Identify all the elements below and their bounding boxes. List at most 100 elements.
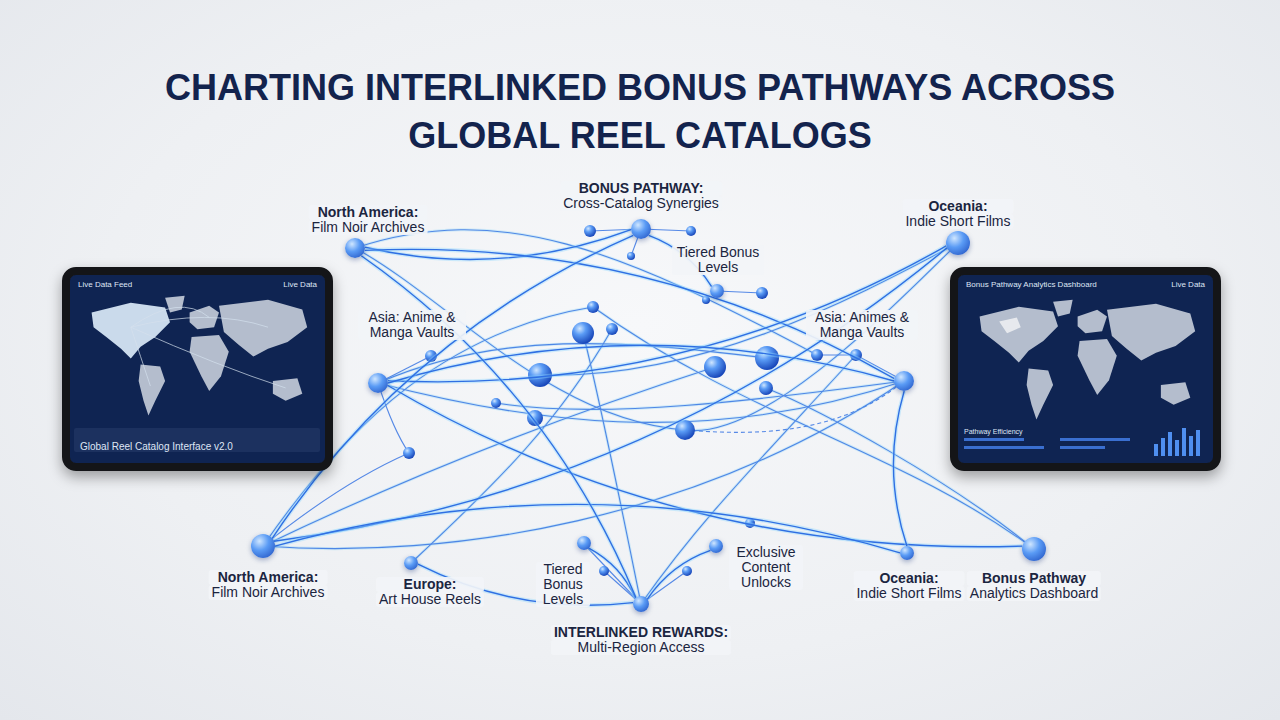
network-graphic <box>74 428 320 452</box>
catalog-node: Oceania:Indie Short Films <box>946 231 970 255</box>
network-graphic <box>1060 438 1130 441</box>
network-graphic <box>131 317 268 327</box>
network-graphic <box>70 275 325 463</box>
node-text: Cross-Catalog Synergies <box>560 196 722 211</box>
connector-line <box>274 248 947 541</box>
bar-chart <box>1154 428 1200 456</box>
pathway-connector <box>361 256 636 598</box>
network-graphic <box>131 327 151 386</box>
connector-glow <box>388 345 894 383</box>
node-label: Oceania:Indie Short Films <box>853 571 964 601</box>
node-label: Europe:Art House Reels <box>376 577 484 607</box>
network-strands <box>263 230 1034 604</box>
node-text: Multi-Region Access <box>551 640 731 655</box>
screen-text: Bonus Pathway Analytics Dashboard <box>966 279 1097 290</box>
network-graphic <box>606 323 618 335</box>
pathway-connector <box>274 248 947 541</box>
connector-glow <box>589 548 636 598</box>
node-label: Asia: Animes & Manga Vaults <box>806 310 918 340</box>
network-dots <box>403 225 862 576</box>
network-graphic <box>583 543 641 604</box>
node-text: Asia: Animes & Manga Vaults <box>806 310 918 340</box>
network-graphic <box>1175 440 1179 456</box>
network-graphic <box>411 329 612 563</box>
network-graphic <box>572 322 594 344</box>
node-text: Indie Short Films <box>853 586 964 601</box>
connector-line <box>275 504 900 553</box>
catalog-node: Exclusive Content Unlocks <box>709 539 723 553</box>
catalog-node: Bonus PathwayAnalytics Dashboard <box>1022 537 1046 561</box>
network-graphic <box>686 226 696 236</box>
catalog-node: Asia: Anime & Manga Vaults <box>368 373 388 393</box>
network-graphic <box>980 307 1058 363</box>
node-text: Indie Short Films <box>902 214 1013 229</box>
node-heading: Oceania: <box>853 571 964 586</box>
catalog-node: Asia: Animes & Manga Vaults <box>894 371 914 391</box>
network-graphic <box>587 301 599 313</box>
connector-glow <box>275 504 900 553</box>
pathway-connector <box>589 548 636 598</box>
network-graphic <box>641 355 856 604</box>
node-heading: North America: <box>309 205 428 220</box>
network-graphic <box>131 307 286 388</box>
network-graphic <box>491 398 501 408</box>
network-graphic <box>1196 430 1200 456</box>
network-graphic <box>131 327 286 388</box>
world-map <box>92 296 308 416</box>
node-text: Tiered Bonus Levels <box>536 562 590 607</box>
connector-line <box>589 548 636 598</box>
node-text: Film Noir Archives <box>209 585 328 600</box>
network-graphic <box>641 355 856 604</box>
network-graphic <box>755 346 779 370</box>
network-graphic <box>593 307 1034 549</box>
screen-text: Live Data Feed <box>78 279 132 290</box>
network-graphic <box>599 566 609 576</box>
network-graphic <box>964 446 1044 449</box>
network-graphic <box>584 225 596 237</box>
node-text: Analytics Dashboard <box>967 586 1101 601</box>
node-text: Asia: Anime & Manga Vaults <box>358 310 466 340</box>
connector-glow <box>361 256 636 598</box>
network-graphic <box>273 378 302 401</box>
network-graphic <box>759 381 773 395</box>
network-graphic <box>139 364 165 415</box>
node-heading: Europe: <box>376 577 484 592</box>
network-graphic <box>756 287 768 299</box>
screen-text: Pathway Efficiency <box>964 427 1023 437</box>
catalog-node: Tiered Bonus Levels <box>577 536 591 550</box>
network-graphic <box>1189 436 1193 456</box>
network-graphic <box>1182 428 1186 456</box>
catalog-node: BONUS PATHWAY:Cross-Catalog Synergies <box>631 219 651 239</box>
node-label: North America:Film Noir Archives <box>209 570 328 600</box>
node-label: INTERLINKED REWARDS:Multi-Region Access <box>551 625 731 655</box>
network-graphic <box>165 296 185 313</box>
network-graphic <box>496 381 904 409</box>
pathway-connector <box>388 345 894 383</box>
connector-glow <box>647 550 710 599</box>
network-graphic <box>1060 446 1105 449</box>
network-strands <box>263 229 1034 604</box>
network-graphic <box>964 438 1024 441</box>
node-label: Bonus PathwayAnalytics Dashboard <box>967 571 1101 601</box>
network-graphic <box>1161 438 1165 456</box>
network-graphic <box>682 566 692 576</box>
node-label: Tiered Bonus Levels <box>672 245 764 275</box>
connector-line <box>361 256 636 598</box>
connector-line <box>388 345 894 383</box>
screen-text: Live Data <box>283 279 317 290</box>
tablet-screen <box>70 275 1213 463</box>
catalog-node: North America:Film Noir Archives <box>251 534 275 558</box>
node-label: Tiered Bonus Levels <box>536 562 590 607</box>
network-graphic <box>704 356 726 378</box>
node-text: Art House Reels <box>376 592 484 607</box>
network-graphic <box>1053 300 1073 317</box>
tablet-panel: Live Data FeedLive DataGlobal Reel Catal… <box>62 267 333 471</box>
node-heading: North America: <box>209 570 328 585</box>
network-graphic <box>403 447 415 459</box>
network-graphic <box>1154 444 1158 456</box>
catalog-node: North America:Film Noir Archives <box>345 238 365 258</box>
network-graphic <box>593 307 1034 549</box>
network-graphic <box>999 317 1021 333</box>
network-graphic <box>627 252 635 260</box>
